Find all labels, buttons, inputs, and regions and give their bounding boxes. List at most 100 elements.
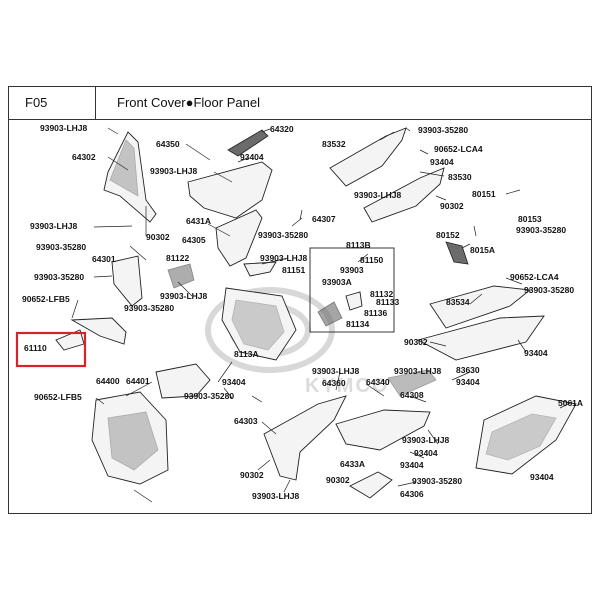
highlight-box-61110 [15, 331, 87, 368]
part-label: 64320 [270, 124, 294, 134]
part-label: 93903 [340, 265, 364, 275]
part-64340 [387, 369, 437, 397]
diagram-header: F05 Front Cover●Floor Panel [8, 86, 592, 120]
part-label: 90652-LFB5 [22, 294, 70, 304]
part-label: 64340 [366, 377, 390, 387]
part-label: 93903-35280 [36, 242, 86, 252]
part-83534 [429, 285, 532, 329]
part-label: 5061A [558, 398, 583, 408]
part-label: 93903-LHJ8 [30, 221, 78, 231]
diagram-frame [8, 120, 592, 514]
part-label: 93903-35280 [34, 272, 84, 282]
part-label: 6433A [340, 459, 365, 469]
part-label: 80151 [472, 189, 496, 199]
part-label: 64400 [96, 376, 120, 386]
part-label: 83534 [446, 297, 470, 307]
part-label: 93903-LHJ8 [40, 123, 88, 133]
part-label: 93903-35280 [184, 391, 234, 401]
part-label: 64303 [234, 416, 258, 426]
part-64303 [263, 395, 347, 481]
part-label: 81133 [376, 297, 399, 307]
part-labels: 93903-LHJ8 64350 64320 93404 83532 93903… [22, 123, 583, 501]
part-label: 64305 [182, 235, 206, 245]
part-label: 83530 [448, 172, 472, 182]
part-label: 80153 [518, 214, 542, 224]
diagram-code: F05 [9, 87, 96, 119]
part-label: 93903-35280 [124, 303, 174, 313]
part-label: 93404 [430, 157, 454, 167]
part-label: 93903-LHJ8 [160, 291, 208, 301]
part-label: 93404 [456, 377, 480, 387]
part-label: 64302 [72, 152, 96, 162]
part-83532 [329, 127, 407, 187]
part-label: 8113B [346, 240, 371, 250]
part-label: 93903-LHJ8 [252, 491, 300, 501]
part-label: 90302 [404, 337, 428, 347]
diagram-title: Front Cover●Floor Panel [117, 95, 260, 110]
part-83630 [475, 395, 577, 475]
part-label: 81136 [364, 308, 387, 318]
part-label: 93903-35280 [524, 285, 574, 295]
part-80152 [445, 241, 469, 265]
part-inner-box-8113A [221, 287, 297, 361]
part-label: 64306 [400, 489, 424, 499]
part-label: 90652-LFB5 [34, 392, 82, 402]
part-label: 93404 [530, 472, 554, 482]
part-label: 81132 [370, 289, 393, 299]
part-label: 83630 [456, 365, 480, 375]
part-label: 93404 [524, 348, 548, 358]
part-label: 93903-35280 [516, 225, 566, 235]
part-label: 93404 [222, 377, 246, 387]
part-label: 90302 [326, 475, 350, 485]
part-label: 64401 [126, 376, 150, 386]
part-label: 81122 [166, 253, 189, 263]
part-label: 64301 [92, 254, 116, 264]
part-front-cover-left [103, 131, 157, 223]
part-label: 8015A [470, 245, 495, 255]
part-label: 80152 [436, 230, 460, 240]
part-81151 [243, 261, 277, 277]
part-label: 93903A [322, 277, 352, 287]
part-83530 [363, 167, 445, 223]
part-label: 64360 [322, 378, 346, 388]
part-label: 93404 [240, 152, 264, 162]
part-label: 90652-LCA4 [434, 144, 483, 154]
part-64306 [349, 471, 393, 499]
part-label: 81151 [282, 265, 305, 275]
part-label: 61110 [24, 343, 47, 353]
watermark-text: KYMCO [305, 375, 389, 397]
part-label: 93903-35280 [258, 230, 308, 240]
part-64301 [111, 255, 143, 307]
part-label: 64308 [400, 390, 424, 400]
part-81134 [317, 301, 343, 327]
part-81122 [167, 263, 195, 289]
part-label: 90302 [146, 232, 170, 242]
part-64360 [335, 409, 431, 451]
part-label: 90302 [440, 201, 464, 211]
part-64305 [215, 209, 263, 267]
part-label: 90652-LCA4 [510, 272, 559, 282]
part-label: 93404 [400, 460, 424, 470]
part-label: 90302 [240, 470, 264, 480]
part-label: 93903-LHJ8 [354, 190, 402, 200]
part-strip-left [70, 317, 127, 345]
part-label: 93903-LHJ8 [402, 435, 450, 445]
part-label: 8113A [234, 349, 259, 359]
part-label: 93903-LHJ8 [312, 366, 360, 376]
part-label: 93903-LHJ8 [260, 253, 308, 263]
leader-lines [71, 127, 573, 503]
part-64400 [91, 391, 169, 485]
part-label: 6431A [186, 216, 211, 226]
part-label: 93903-LHJ8 [150, 166, 198, 176]
part-label: 81134 [346, 319, 369, 329]
inset-box-8113B [309, 247, 395, 333]
part-label: 93903-LHJ8 [394, 366, 442, 376]
part-label: 83532 [322, 139, 346, 149]
part-label: 81150 [360, 255, 383, 265]
part-center-front-panel [187, 161, 273, 219]
part-64320 [227, 129, 269, 157]
part-label: 93903-35280 [412, 476, 462, 486]
part-label: 64350 [156, 139, 180, 149]
part-label: 64307 [312, 214, 336, 224]
